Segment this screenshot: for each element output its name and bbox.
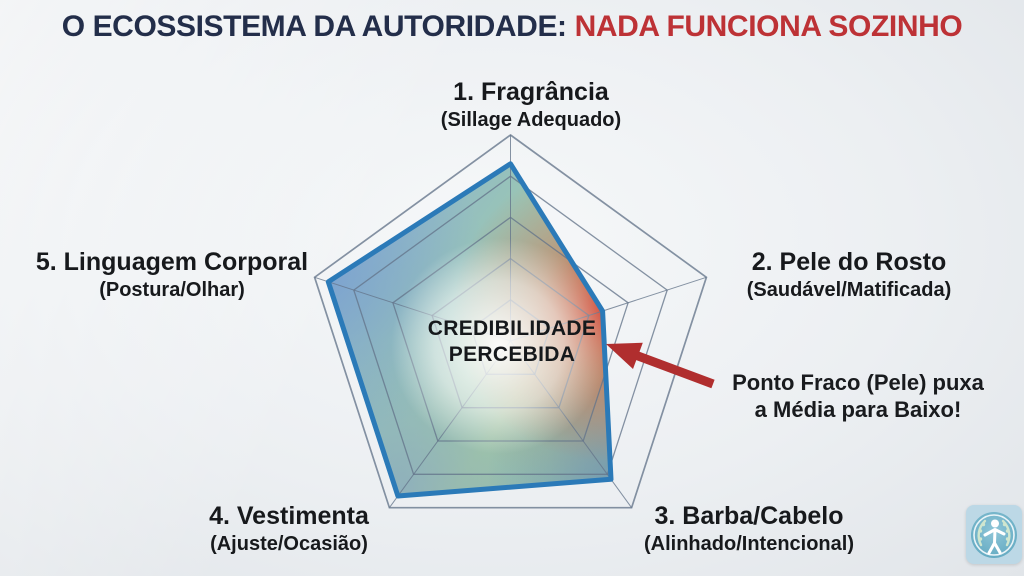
axis-label-main: 1. Fragrância <box>453 78 609 106</box>
axis-label-main: 2. Pele do Rosto <box>751 248 947 276</box>
weak-point-annotation: Ponto Fraco (Pele) puxa a Média para Bai… <box>732 370 984 424</box>
axis-label-sub: (Alinhado/Intencional) <box>644 533 854 555</box>
axis-label-barba: 3. Barba/Cabelo (Alinhado/Intencional) <box>644 502 854 555</box>
weak-point-arrow <box>606 342 715 389</box>
axis-label-sub: (Ajuste/Ocasião) <box>210 533 368 555</box>
center-label-line2: PERCEBIDA <box>448 343 576 367</box>
axis-label-vestimenta: 4. Vestimenta (Ajuste/Ocasião) <box>209 502 369 555</box>
brand-logo <box>966 505 1022 564</box>
axis-label-pele: 2. Pele do Rosto (Saudável/Matificada) <box>747 248 952 301</box>
person-laurel-icon <box>971 511 1017 558</box>
axis-label-main: 5. Linguagem Corporal <box>35 248 309 276</box>
center-label-line1: CREDIBILIDADE <box>427 317 597 340</box>
axis-label-fragrancia: 1. Fragrância (Sillage Adequado) <box>441 78 621 131</box>
slide-title-main: O ECOSSISTEMA DA AUTORIDADE: <box>61 10 567 43</box>
slide-title: O ECOSSISTEMA DA AUTORIDADE: NADA FUNCIO… <box>0 10 1024 44</box>
slide-title-accent: NADA FUNCIONA SOZINHO <box>574 10 963 43</box>
annotation-line1: Ponto Fraco (Pele) puxa <box>732 370 984 395</box>
axis-label-sub: (Saudável/Matificada) <box>746 279 952 301</box>
axis-label-main: 3. Barba/Cabelo <box>654 502 844 530</box>
axis-label-sub: (Postura/Olhar) <box>99 279 245 301</box>
chart-center-label: CREDIBILIDADE PERCEBIDA <box>428 316 596 369</box>
axis-label-linguagem: 5. Linguagem Corporal (Postura/Olhar) <box>36 248 308 301</box>
axis-label-sub: (Sillage Adequado) <box>440 109 622 131</box>
data-polygon <box>325 161 614 499</box>
annotation-line2: a Média para Baixo! <box>754 396 962 422</box>
axis-label-main: 4. Vestimenta <box>209 502 369 530</box>
